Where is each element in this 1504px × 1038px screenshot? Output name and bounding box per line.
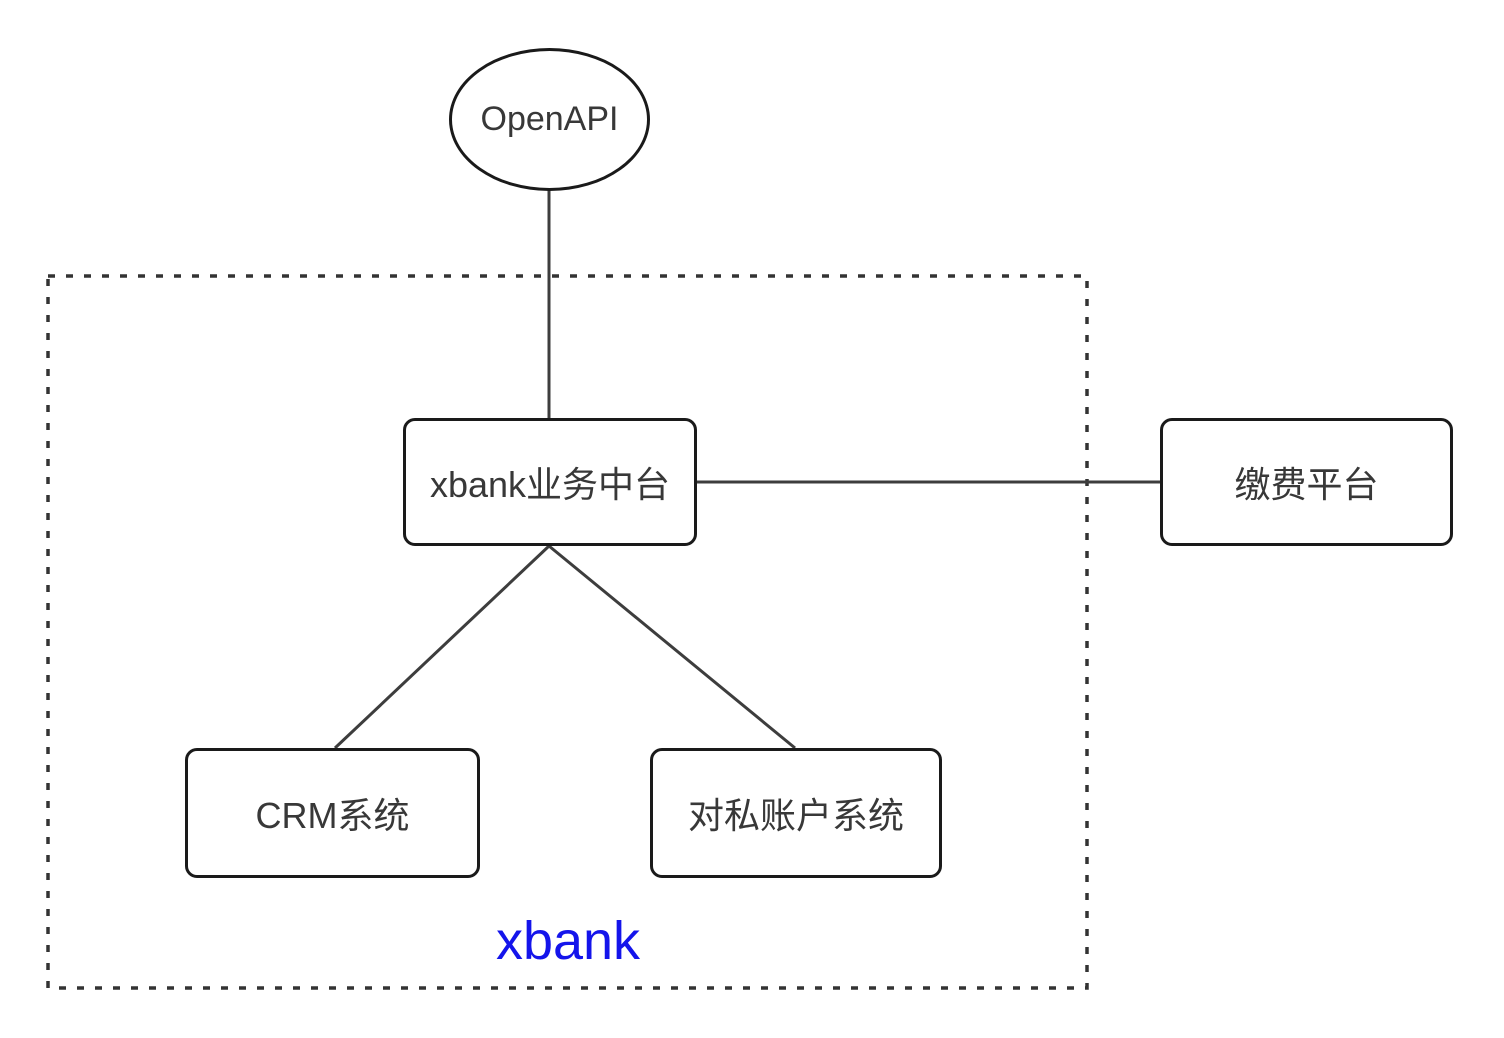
node-personal-account-system-label: 对私账户系统 — [687, 795, 904, 836]
edge-platform-account — [548, 544, 796, 750]
node-xbank-platform[interactable]: xbank业务中台 — [403, 418, 697, 546]
node-payment-platform-label: 缴费平台 — [1234, 464, 1379, 505]
node-xbank-platform-label: xbank业务中台 — [429, 464, 671, 505]
node-crm-system-label: CRM系统 — [255, 795, 410, 836]
node-crm-system[interactable]: CRM系统 — [185, 748, 480, 878]
edge-platform-crm — [333, 544, 551, 750]
node-openapi[interactable]: OpenAPI — [449, 48, 650, 191]
node-payment-platform[interactable]: 缴费平台 — [1160, 418, 1453, 546]
node-openapi-label: OpenAPI — [480, 100, 619, 138]
xbank-group-boundary — [46, 274, 1089, 990]
node-personal-account-system[interactable]: 对私账户系统 — [650, 748, 942, 878]
xbank-group-label: xbank — [495, 911, 641, 971]
